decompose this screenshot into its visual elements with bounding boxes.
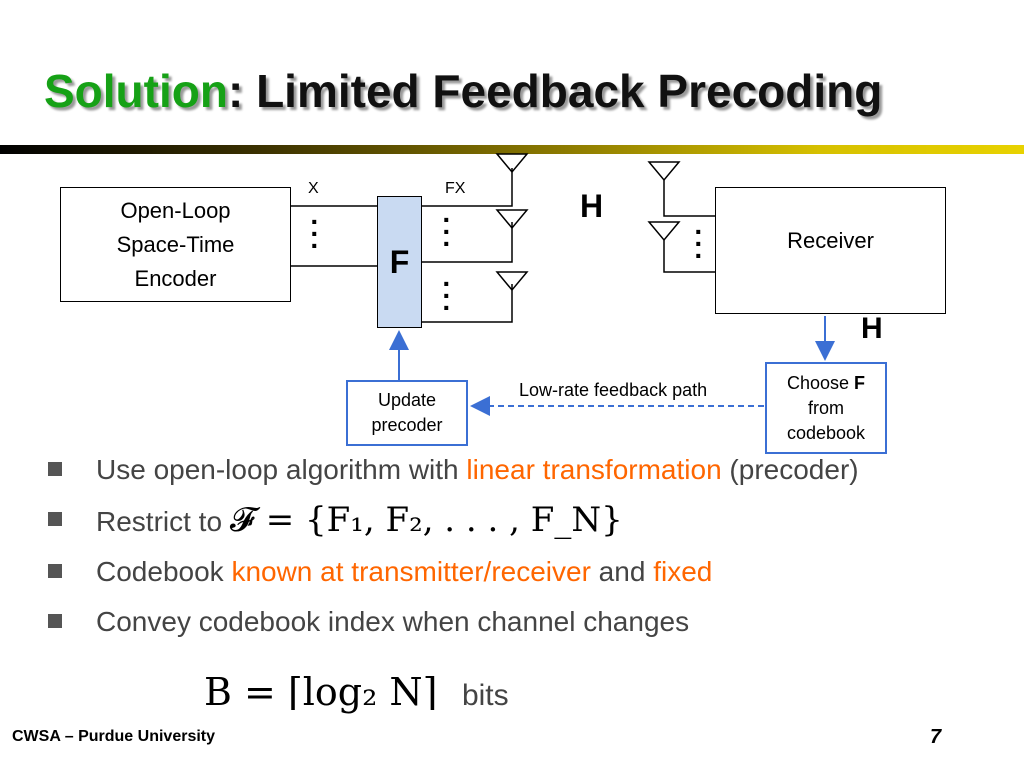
x-label: X [308, 180, 319, 197]
tx-antenna-2-icon [495, 209, 529, 230]
bullet-1-text: Use open-loop algorithm with [96, 454, 467, 485]
tx-line-2 [422, 222, 513, 263]
bullet-1-highlight: linear transformation [466, 454, 722, 485]
bullet-4-text: Convey codebook index when channel chang… [96, 606, 690, 637]
channel-label-top: H [580, 188, 604, 224]
tx-antenna-3-icon [495, 271, 529, 292]
footer-organization: CWSA – Purdue University [12, 728, 216, 745]
bullet-3-text: Codebook [96, 556, 232, 587]
feedback-path-label: Low-rate feedback path [519, 380, 708, 400]
bullet-list: Use open-loop algorithm with linear tran… [48, 452, 988, 654]
system-diagram [290, 153, 835, 416]
rx-antenna-1-icon [647, 161, 681, 182]
encoder-box: Open-Loop Space-Time Encoder [60, 187, 291, 302]
fx-dots-2: ··· [442, 268, 452, 323]
bullet-item-1: Use open-loop algorithm with linear tran… [48, 452, 988, 488]
bullet-3-middle: and [590, 556, 654, 587]
choose-prefix: Choose [786, 372, 855, 393]
rx-antenna-2-icon [647, 221, 681, 242]
bullet-item-3: Codebook known at transmitter/receiver a… [48, 554, 988, 590]
fx-dots-1: ··· [442, 204, 452, 259]
bits-formula: B = ⌈log₂ N⌉ [204, 670, 438, 714]
tx-line-3 [422, 284, 513, 323]
tx-line-1 [422, 168, 513, 207]
bullet-marker [48, 614, 62, 628]
receiver-box: Receiver [715, 187, 946, 314]
rx-dots: ··· [694, 216, 704, 271]
bullet-1-after: (precoder) [721, 454, 859, 485]
bullet-marker [48, 462, 62, 476]
choose-bold: F [854, 372, 866, 393]
title-rest: : Limited Feedback Precoding [227, 65, 883, 117]
fx-label: FX [445, 180, 466, 197]
bullet-marker [48, 564, 62, 578]
bits-unit: bits [461, 679, 509, 712]
bullet-2-text: Restrict to [96, 506, 230, 537]
slide-title: Solution: Limited Feedback Precoding [44, 64, 882, 118]
x-dots: ··· [310, 206, 320, 261]
title-rule [0, 145, 1024, 154]
bullet-3-highlight: known at transmitter/receiver [231, 556, 591, 587]
tx-antenna-1-icon [495, 153, 529, 174]
bits-equation: B = ⌈log₂ N⌉ bits [204, 670, 509, 714]
bullet-item-2: Restrict to 𝓕 = {F₁, F₂, . . . , F_N} [48, 502, 988, 540]
title-highlight: Solution [44, 65, 228, 117]
bullet-marker [48, 512, 62, 526]
rx-line-1 [663, 180, 716, 217]
page-number: 7 [930, 726, 942, 748]
precoder-block: F [377, 196, 422, 328]
choose-line-1: Choose F [787, 371, 865, 396]
rx-line-2 [663, 240, 716, 273]
choose-rest: from codebook [786, 397, 866, 443]
channel-label-side: H [861, 312, 883, 345]
codebook-set-equation: 𝓕 = {F₁, F₂, . . . , F_N} [229, 500, 623, 540]
choose-codebook-box: Choose F from codebook [765, 362, 887, 454]
update-precoder-box: Update precoder [346, 380, 468, 446]
bullet-3-highlight-2: fixed [653, 556, 713, 587]
bullet-item-4: Convey codebook index when channel chang… [48, 604, 988, 640]
